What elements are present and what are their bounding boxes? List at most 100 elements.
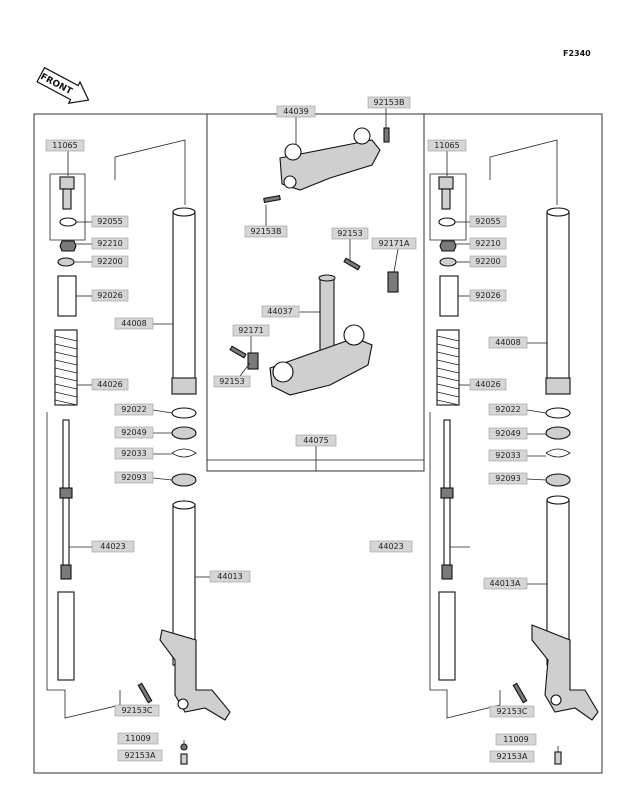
svg-text:92033: 92033 [495, 451, 520, 460]
label-44023-right: 44023 [369, 540, 413, 553]
svg-text:92200: 92200 [475, 257, 500, 266]
label-92153-lower: 92153 [213, 375, 251, 388]
svg-text:92093: 92093 [495, 474, 520, 483]
svg-text:92210: 92210 [97, 239, 122, 248]
svg-text:92171: 92171 [238, 326, 263, 335]
fork-spring-part [54, 329, 78, 406]
label-44026-left: 44026 [91, 378, 129, 391]
svg-text:92026: 92026 [475, 291, 500, 300]
label-92200-right: 92200 [469, 255, 507, 268]
front-arrow: FRONT [36, 66, 90, 104]
label-92093-right: 92093 [488, 472, 528, 485]
label-92153A-right: 92153A [489, 750, 535, 763]
svg-text:44023: 44023 [100, 542, 125, 551]
label-92171A: 92171A [371, 237, 417, 250]
label-92055-right: 92055 [469, 215, 507, 228]
label-92055-left: 92055 [91, 215, 129, 228]
label-92033-right: 92033 [488, 449, 528, 462]
svg-text:11065: 11065 [434, 141, 459, 150]
svg-text:92153A: 92153A [125, 751, 156, 760]
svg-text:44039: 44039 [283, 107, 308, 116]
label-44008-right: 44008 [488, 336, 528, 349]
spacer-part [57, 275, 77, 317]
svg-text:44013: 44013 [217, 572, 242, 581]
figure-code: F2340 [563, 49, 591, 58]
seal-ring-part [171, 407, 197, 419]
label-44026-right: 44026 [469, 378, 507, 391]
svg-text:92033: 92033 [121, 449, 146, 458]
svg-text:92153: 92153 [219, 377, 244, 386]
svg-text:44075: 44075 [303, 436, 328, 445]
label-44013A-right: 44013A [483, 577, 528, 590]
svg-text:11009: 11009 [125, 734, 150, 743]
svg-text:92171A: 92171A [379, 239, 410, 248]
label-11065-left: 11065 [45, 139, 85, 152]
svg-text:92153C: 92153C [121, 706, 152, 715]
label-92026-left: 92026 [91, 289, 129, 302]
label-92022-left: 92022 [114, 403, 154, 416]
label-92026-right: 92026 [469, 289, 507, 302]
label-92153C-left: 92153C [114, 704, 160, 717]
label-44008-left: 44008 [114, 317, 154, 330]
damper-rod-part [57, 419, 75, 681]
label-92153B-top: 92153B [367, 96, 411, 109]
oil-seal-part [171, 426, 197, 440]
label-92022-right: 92022 [488, 403, 528, 416]
right-fork-assembly [429, 139, 599, 765]
label-92210-left: 92210 [91, 237, 129, 250]
upper-triple-clamp [263, 127, 390, 203]
dust-seal-part [171, 473, 197, 487]
label-92153B-bottom: 92153B [244, 225, 288, 238]
label-92153A-left: 92153A [117, 749, 163, 762]
svg-text:92153: 92153 [337, 229, 362, 238]
outer-frame [33, 113, 603, 774]
circlip-part [171, 448, 197, 458]
label-92210-right: 92210 [469, 237, 507, 250]
washer-part [57, 257, 75, 267]
svg-text:92055: 92055 [97, 217, 122, 226]
label-92049-left: 92049 [114, 426, 154, 439]
svg-text:44008: 44008 [495, 338, 520, 347]
svg-text:92153B: 92153B [374, 98, 405, 107]
inner-tube-part [159, 500, 231, 721]
leader-lines [67, 108, 559, 752]
svg-text:44023: 44023 [378, 542, 403, 551]
label-11009-left: 11009 [117, 732, 159, 745]
svg-text:44013A: 44013A [490, 579, 521, 588]
left-fork-assembly [46, 139, 231, 765]
svg-text:92153A: 92153A [497, 752, 528, 761]
label-44075: 44075 [295, 434, 337, 447]
svg-text:92022: 92022 [495, 405, 520, 414]
o-ring-part [59, 217, 77, 227]
svg-text:11009: 11009 [503, 735, 528, 744]
svg-text:92153B: 92153B [251, 227, 282, 236]
label-92049-right: 92049 [488, 427, 528, 440]
svg-text:92200: 92200 [97, 257, 122, 266]
label-44037: 44037 [261, 305, 300, 318]
nut-part [59, 240, 77, 252]
label-92093-left: 92093 [114, 471, 154, 484]
label-92153: 92153 [331, 227, 369, 240]
svg-text:92049: 92049 [495, 429, 520, 438]
svg-text:44026: 44026 [475, 380, 500, 389]
label-92200-left: 92200 [91, 255, 129, 268]
cap-bolt-part [59, 176, 75, 190]
svg-text:11065: 11065 [52, 141, 77, 150]
svg-text:44037: 44037 [267, 307, 292, 316]
svg-text:92210: 92210 [475, 239, 500, 248]
svg-text:92093: 92093 [121, 473, 146, 482]
outer-tube-part [171, 207, 197, 395]
label-44023-left: 44023 [91, 540, 135, 553]
label-92153C-right: 92153C [489, 705, 535, 718]
center-divider [206, 114, 425, 472]
label-44013-left: 44013 [209, 570, 251, 583]
label-44039: 44039 [276, 105, 316, 118]
svg-text:92055: 92055 [475, 217, 500, 226]
lower-triple-clamp [229, 257, 399, 396]
label-11009-right: 11009 [495, 733, 537, 746]
svg-text:44026: 44026 [97, 380, 122, 389]
svg-text:92026: 92026 [97, 291, 122, 300]
svg-text:44008: 44008 [121, 319, 146, 328]
svg-text:92022: 92022 [121, 405, 146, 414]
